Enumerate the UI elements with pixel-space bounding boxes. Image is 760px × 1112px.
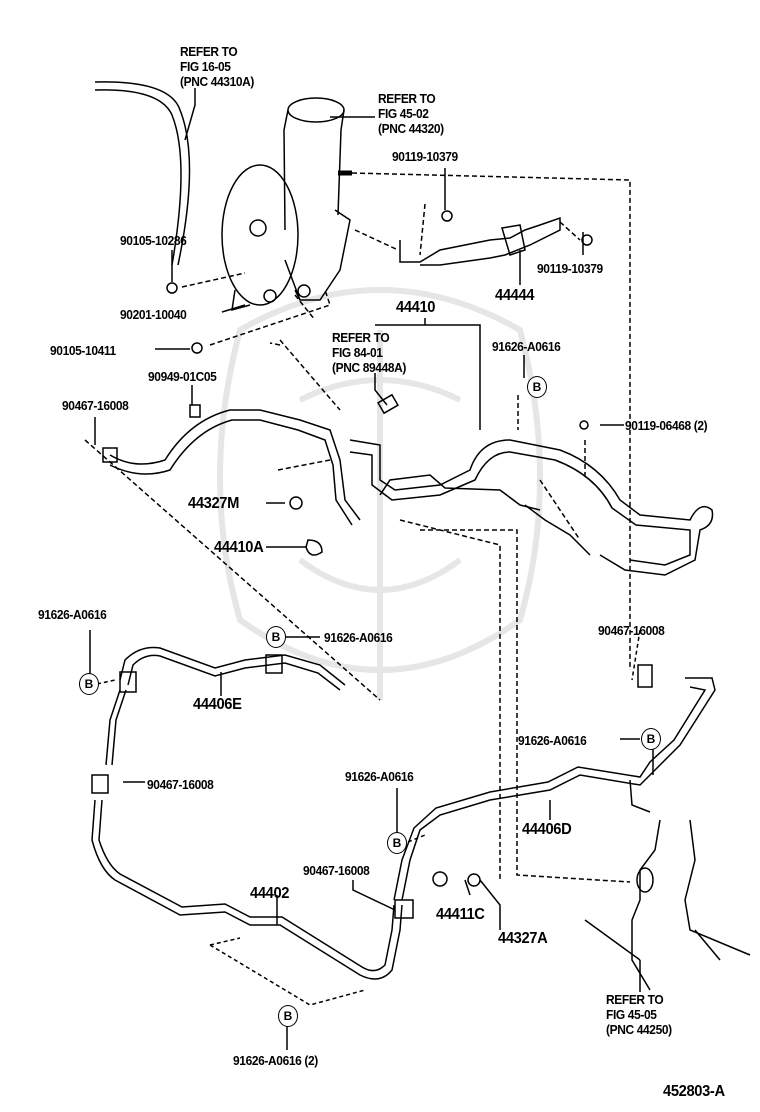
ref-line: FIG 45-05: [606, 1007, 657, 1022]
part-label[interactable]: 90119-10379: [392, 149, 458, 164]
ref-line: REFER TO: [332, 330, 390, 345]
part-label[interactable]: 90119-06468 (2): [625, 418, 708, 433]
watermark-emblem: [217, 287, 543, 700]
ref-line: FIG 16-05: [180, 59, 231, 74]
ref-line: (PNC 44250): [606, 1022, 672, 1037]
part-label[interactable]: 91626-A0616: [345, 769, 414, 784]
pipe-44402: [91, 664, 716, 980]
part-label[interactable]: 90467-16008: [62, 398, 129, 413]
ref-line: (PNC 44320): [378, 121, 444, 136]
ref-line: (PNC 44310A): [180, 74, 255, 89]
part-label[interactable]: 91626-A0616: [38, 607, 107, 622]
part-label[interactable]: 91626-A0616: [324, 630, 393, 645]
callout-b-icon: B: [387, 832, 407, 854]
ref-line: REFER TO: [378, 91, 436, 106]
leader: [94, 355, 624, 548]
part-label[interactable]: 91626-A0616: [492, 339, 561, 354]
part-label[interactable]: 91626-A0616: [518, 733, 587, 748]
part-label[interactable]: 44406E: [193, 696, 242, 713]
leader: [155, 250, 246, 350]
part-label[interactable]: 90467-16008: [598, 623, 665, 638]
callout-b-icon: B: [266, 626, 286, 648]
power-steering-pump: [221, 97, 351, 312]
part-label[interactable]: 90105-10411: [50, 343, 116, 358]
return-pipe-44406E: [105, 646, 346, 766]
leader: [184, 88, 196, 141]
part-label[interactable]: 44410: [396, 299, 436, 316]
part-label[interactable]: 90467-16008: [147, 777, 214, 792]
pressure-hose-44410: [109, 409, 714, 576]
callout-b-icon: B: [278, 1005, 298, 1027]
part-label[interactable]: 44327M: [188, 495, 239, 512]
part-label[interactable]: 90201-10040: [120, 307, 187, 322]
steering-gear-ref: [584, 819, 751, 991]
ref-line: REFER TO: [606, 992, 664, 1007]
ref-line: REFER TO: [180, 44, 238, 59]
part-label[interactable]: 44327A: [498, 930, 548, 947]
leader: [375, 318, 481, 430]
return-hose-ref: [94, 81, 191, 266]
part-label[interactable]: 90949-01C05: [148, 369, 217, 384]
part-label[interactable]: 44410A: [214, 539, 264, 556]
part-label[interactable]: 91626-A0616 (2): [233, 1053, 318, 1068]
ref-line: FIG 84-01: [332, 345, 383, 360]
part-label[interactable]: 44406D: [522, 821, 572, 838]
leader: [276, 738, 654, 930]
ref-line: (PNC 89448A): [332, 360, 407, 375]
callout-b-icon: B: [527, 376, 547, 398]
part-label[interactable]: 90105-10286: [120, 233, 187, 248]
part-label[interactable]: 90119-10379: [537, 261, 603, 276]
part-label[interactable]: 44402: [250, 885, 290, 902]
callout-b-icon: B: [641, 728, 661, 750]
part-label[interactable]: 44411C: [436, 906, 485, 923]
leader: [89, 630, 320, 783]
diagram-id: 452803-A: [663, 1083, 725, 1100]
bracket-44444: [399, 216, 561, 266]
ref-line: FIG 45-02: [378, 106, 429, 121]
part-label[interactable]: 44444: [495, 287, 535, 304]
part-label[interactable]: 90467-16008: [303, 863, 370, 878]
callout-b-icon: B: [79, 673, 99, 695]
